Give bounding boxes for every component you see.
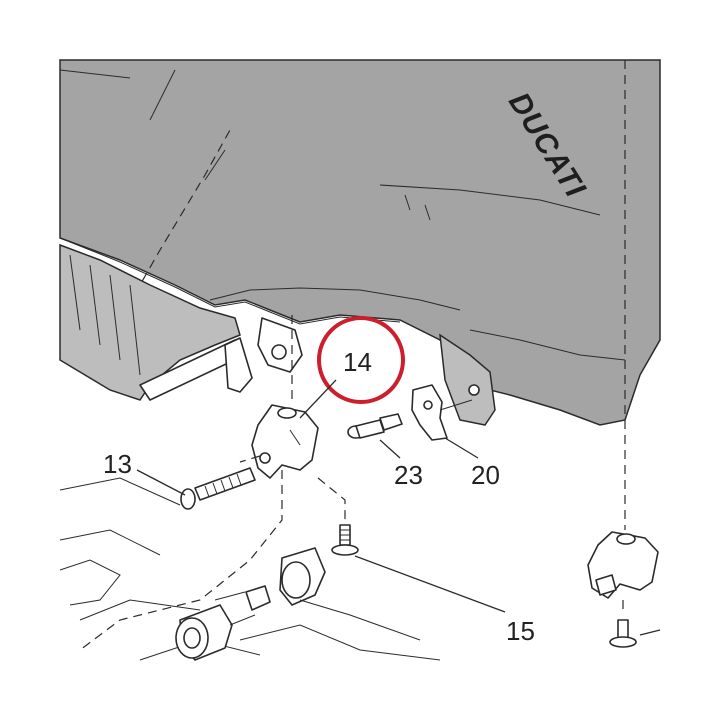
screw-part-right xyxy=(609,619,637,648)
callout-14: 14 xyxy=(343,347,372,377)
pin-part-23 xyxy=(347,413,403,439)
side-panel-left xyxy=(59,243,246,401)
bracket-part-14 xyxy=(251,404,319,479)
mount-tab xyxy=(224,317,303,393)
clip-nut-part-20 xyxy=(411,384,473,441)
bracket-part-right xyxy=(587,531,659,599)
lower-frame xyxy=(59,477,441,661)
callout-23: 23 xyxy=(394,460,423,490)
bolt-part-13 xyxy=(180,467,256,510)
fairing-body: DUCATI xyxy=(59,59,661,426)
assembly-lines xyxy=(79,60,626,651)
leader-lines xyxy=(136,379,661,636)
mount-tab-right xyxy=(439,333,496,426)
callout-13: 13 xyxy=(103,449,132,479)
callout-20: 20 xyxy=(471,460,500,490)
highlight-circle xyxy=(317,316,405,404)
callout-15: 15 xyxy=(506,616,535,646)
screw-part-15 xyxy=(331,524,359,556)
